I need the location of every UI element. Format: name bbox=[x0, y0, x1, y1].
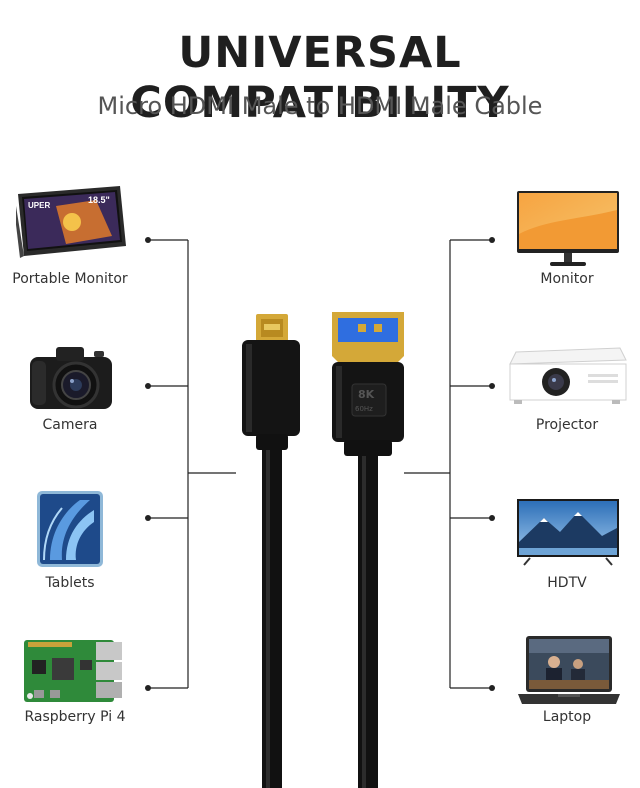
cable-assembly: 8K 60Hz bbox=[242, 312, 404, 788]
label-camera: Camera bbox=[42, 417, 98, 433]
label-monitor: Monitor bbox=[540, 271, 594, 287]
hdmi-badge-sub: 60Hz bbox=[355, 405, 373, 413]
label-raspberry-pi: Raspberry Pi 4 bbox=[24, 709, 126, 725]
hdmi-connector: 8K 60Hz bbox=[332, 312, 404, 788]
label-portable-monitor: Portable Monitor bbox=[12, 271, 128, 287]
label-laptop: Laptop bbox=[542, 709, 592, 725]
laptop-icon bbox=[518, 636, 620, 704]
label-tablets: Tablets bbox=[45, 575, 95, 591]
micro-hdmi-connector bbox=[242, 314, 300, 788]
hdtv-icon bbox=[517, 499, 619, 566]
portable-monitor-icon: UPER 18.5" bbox=[16, 186, 126, 258]
portable-monitor-size: 18.5" bbox=[88, 195, 110, 205]
camera-icon bbox=[30, 347, 112, 409]
page-title: UNIVERSAL COMPATIBILITY bbox=[130, 28, 510, 128]
monitor-icon bbox=[517, 191, 619, 266]
projector-icon bbox=[509, 347, 627, 404]
raspberry-pi-icon bbox=[24, 640, 122, 702]
portable-monitor-brand: UPER bbox=[28, 201, 50, 210]
label-hdtv: HDTV bbox=[547, 575, 587, 591]
hdmi-badge: 8K bbox=[358, 388, 375, 401]
tablet-icon bbox=[37, 491, 103, 567]
page-subtitle: Micro HDMI Male to HDMI Male Cable bbox=[97, 92, 543, 120]
label-projector: Projector bbox=[535, 417, 599, 433]
